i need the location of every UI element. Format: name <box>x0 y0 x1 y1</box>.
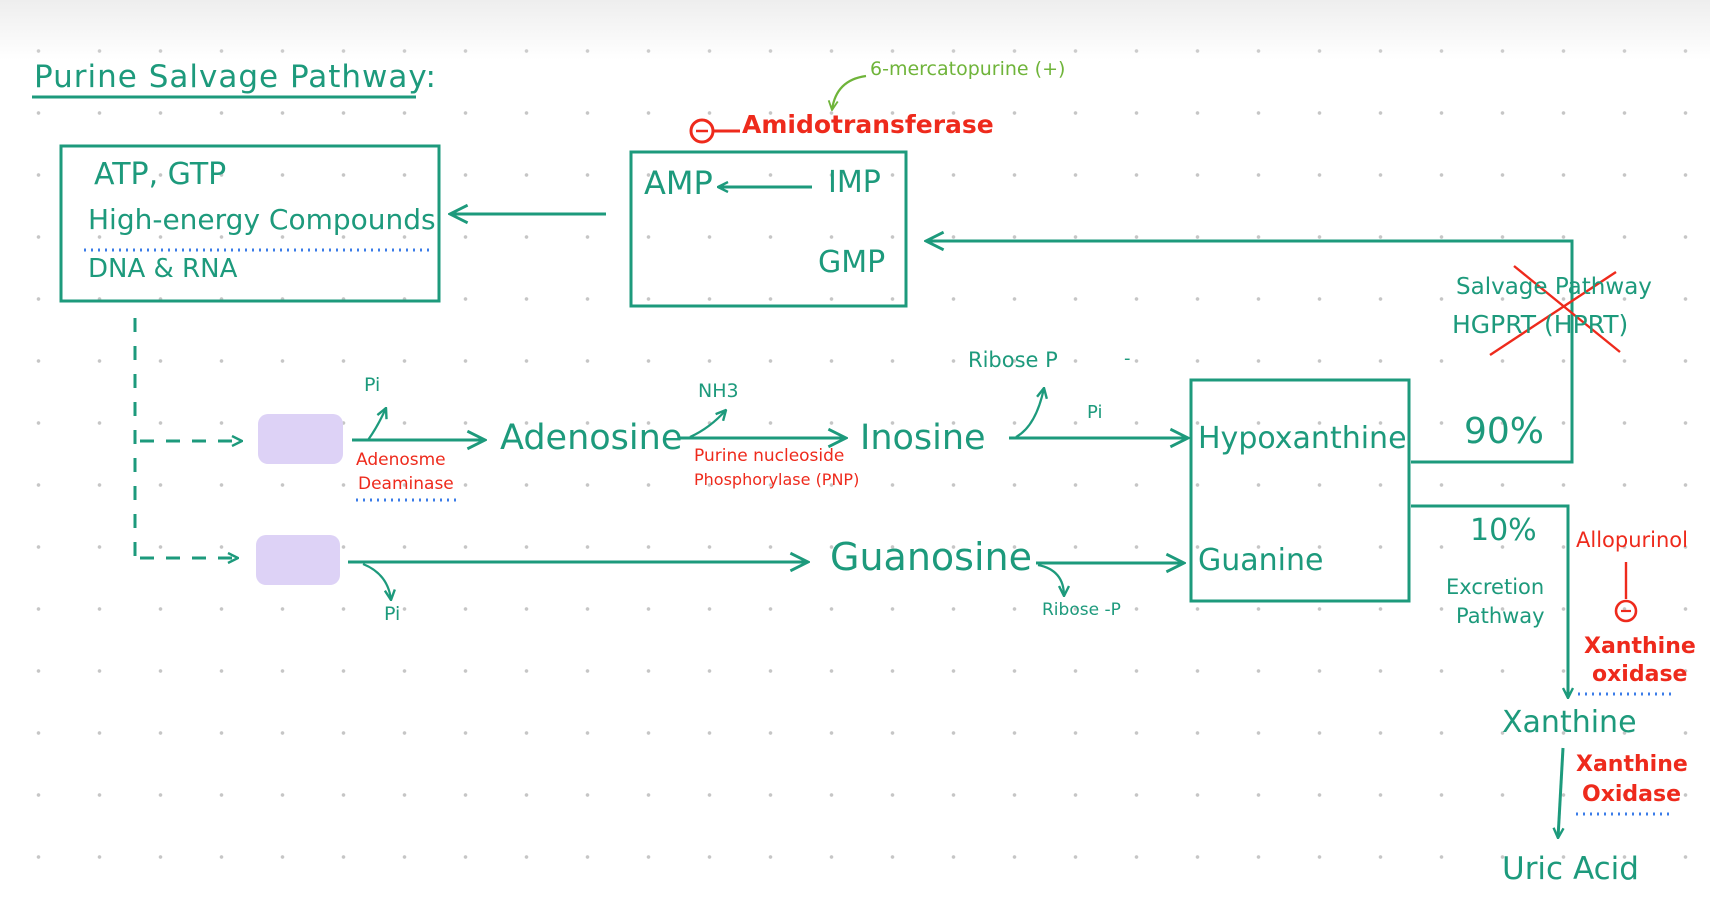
hgprt-label: HGPRT (HPRT) <box>1452 310 1629 339</box>
enzyme-placeholder-2 <box>256 535 340 585</box>
pi-label-3: Pi <box>384 603 401 625</box>
ribose-p-label-bottom: Ribose -P <box>1042 600 1121 620</box>
uric-acid-label: Uric Acid <box>1502 851 1639 887</box>
hypoxanthine-label: Hypoxanthine <box>1198 421 1407 456</box>
enzyme-placeholder-1 <box>258 414 343 464</box>
nh3-label: NH3 <box>698 380 739 402</box>
pi-label-1: Pi <box>364 374 381 396</box>
salvage-percent: 90% <box>1464 411 1545 452</box>
inosine-label: Inosine <box>860 418 986 458</box>
pi-release-arrow-2 <box>362 562 391 600</box>
page-title: Purine Salvage Pathway: <box>34 59 437 95</box>
excretion-label-line1: Excretion <box>1446 575 1545 599</box>
adenosine-deaminase-line1: Adenosme <box>356 450 446 470</box>
pnp-line1: Purine nucleoside <box>694 446 845 466</box>
allopurinol-minus-circle <box>1614 599 1638 623</box>
xanthine-oxidase-1-line1: Xanthine <box>1584 634 1696 659</box>
guanine-label: Guanine <box>1198 543 1324 578</box>
guanosine-label: Guanosine <box>830 535 1032 579</box>
base-box <box>1189 378 1411 603</box>
ribose-p-release-arrow <box>1015 388 1044 438</box>
pnp-line2: Phosphorylase (PNP) <box>694 470 860 489</box>
imp-label: IMP <box>828 165 881 200</box>
xanthine-label: Xanthine <box>1502 705 1637 740</box>
excretion-line <box>1411 504 1568 698</box>
excretion-label-line2: Pathway <box>1456 604 1545 628</box>
salvage-loop-line <box>926 241 1574 464</box>
pi-label-2: Pi <box>1087 402 1103 423</box>
pi-release-arrow-1 <box>367 408 386 441</box>
xanthine-oxidase-1-line2: oxidase <box>1592 662 1688 687</box>
nucleotide-box <box>629 150 908 308</box>
allopurinol-label: Allopurinol <box>1576 528 1688 552</box>
cross-out-line-1 <box>1489 270 1617 357</box>
excretion-percent: 10% <box>1470 513 1537 548</box>
adenosine-label: Adenosine <box>500 418 683 458</box>
ribose-p-label-top: Ribose P <box>968 348 1058 372</box>
xanthine-oxidase-2-line1: Xanthine <box>1576 752 1688 777</box>
amidotransferase-label: Amidotransferase <box>742 110 994 139</box>
salvage-pathway-label: Salvage Pathway <box>1456 274 1652 300</box>
nh3-release-arrow <box>689 410 726 439</box>
cross-out-line-2 <box>1513 265 1621 353</box>
high-energy-box <box>59 144 441 303</box>
xanthine-oxidase-2-line2: Oxidase <box>1582 782 1682 807</box>
xanthine-to-uric-acid-arrow <box>1558 747 1563 838</box>
top-shade <box>0 0 1710 60</box>
dna-rna-label: DNA & RNA <box>88 254 238 284</box>
mercaptopurine-label: 6-mercatopurine (+) <box>870 58 1066 80</box>
dash-mark: - <box>1124 348 1131 369</box>
gmp-label: GMP <box>818 245 886 280</box>
mercaptopurine-arrow <box>832 74 867 110</box>
adenosine-deaminase-line2: Deaminase <box>358 474 454 494</box>
high-energy-compounds-label: High-energy Compounds <box>88 203 436 236</box>
ribose-p-release-arrow-2 <box>1037 563 1064 596</box>
atp-gtp-label: ATP, GTP <box>94 157 227 192</box>
amp-label: AMP <box>644 164 713 202</box>
